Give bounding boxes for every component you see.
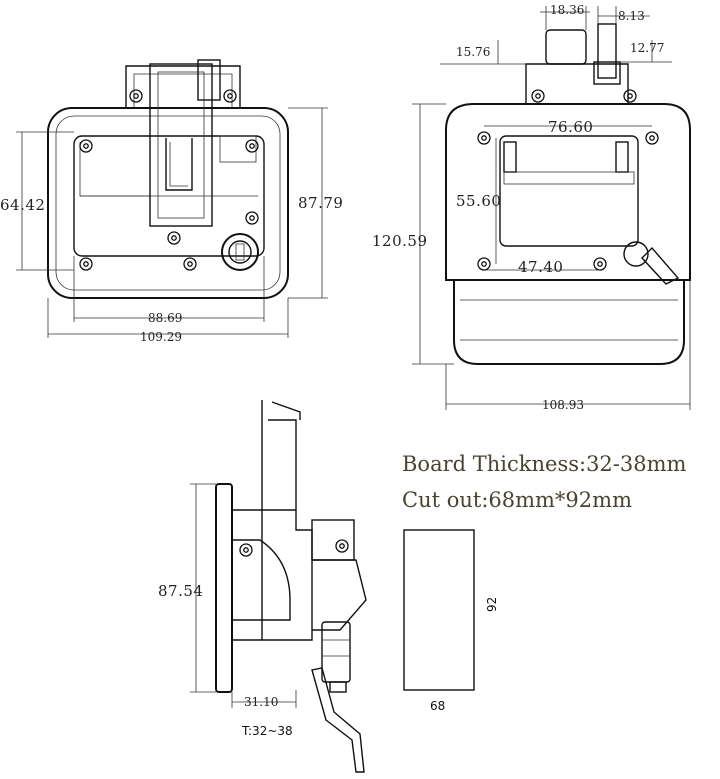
side-height-label: 87.54 [158, 582, 203, 600]
rear-top-c-label: 15.76 [456, 45, 490, 59]
front-height-left-label: 64.42 [0, 196, 45, 214]
rear-top-a-label: 18.36 [550, 3, 584, 17]
rear-hole-span-label: 76.60 [548, 118, 593, 136]
cut-out-spec: Cut out:68mm*92mm [402, 488, 632, 512]
side-depth-label: 31.10 [244, 695, 278, 709]
rear-lower-span-label: 47.40 [518, 258, 563, 276]
front-view: 64.42 87.79 88.69 109.29 [0, 59, 343, 344]
cutout-outline: 68 92 [403, 529, 499, 713]
rear-view: 18.36 8.13 15.76 12.77 76.60 55.60 47.40… [372, 3, 691, 412]
front-width-outer-label: 109.29 [140, 330, 182, 344]
cutout-width-label: 68 [430, 699, 445, 713]
rear-width-total-label: 108.93 [542, 398, 584, 412]
side-thickness-note: T:32~38 [241, 724, 293, 738]
rear-height-total-label: 120.59 [372, 232, 428, 250]
rear-top-d-label: 12.77 [630, 41, 664, 55]
rear-top-b-label: 8.13 [618, 9, 645, 23]
board-thickness-spec: Board Thickness:32-38mm [402, 452, 687, 476]
front-height-right-label: 87.79 [298, 194, 343, 212]
cutout-height-label: 92 [485, 597, 499, 612]
front-width-inner-label: 88.69 [148, 311, 182, 325]
side-view: 87.54 31.10 T:32~38 [158, 400, 367, 773]
rear-height-inner-label: 55.60 [456, 192, 501, 210]
